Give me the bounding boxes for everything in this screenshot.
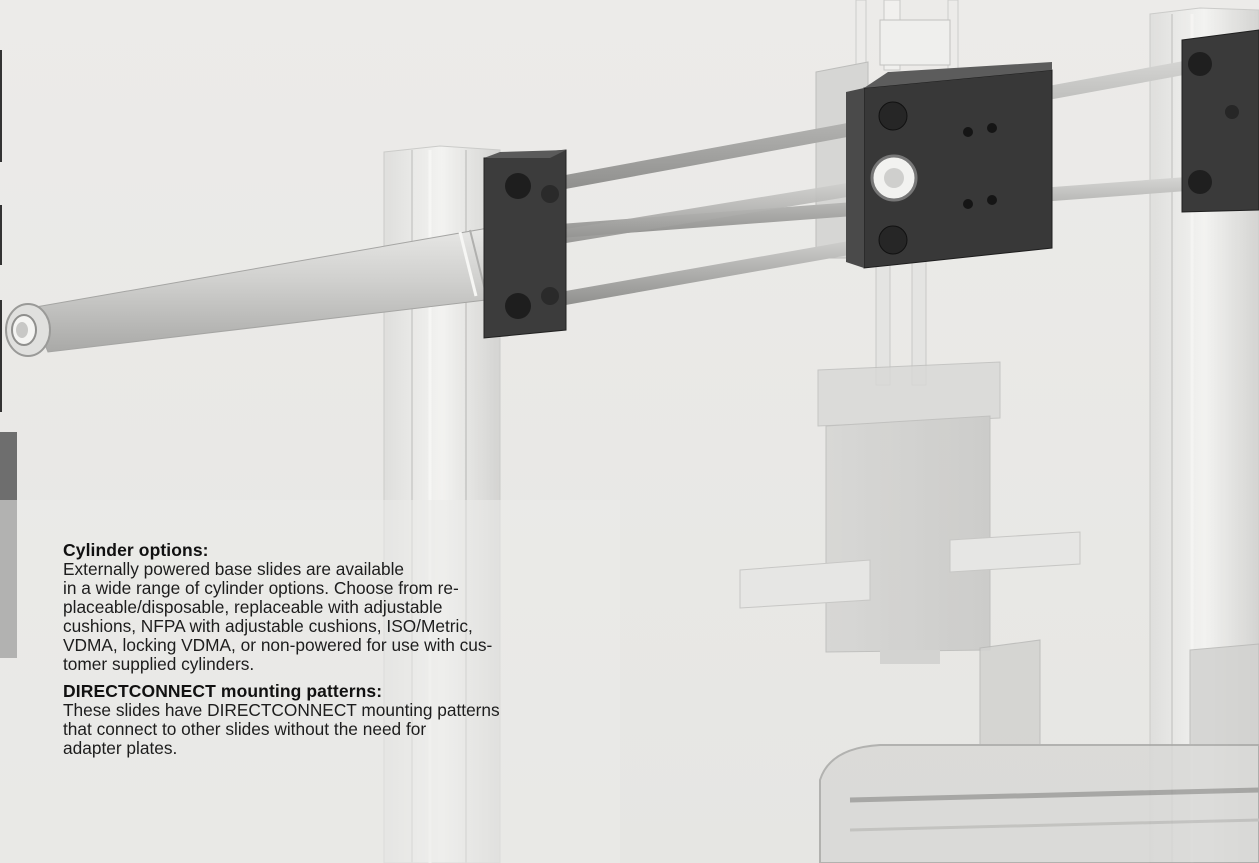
end-plate-left — [483, 149, 567, 339]
section-cylinder-options: Cylinder options: Externally powered bas… — [63, 541, 563, 674]
end-plate-right — [1181, 29, 1259, 213]
page-edge-line-2 — [0, 205, 2, 265]
directconnect-heading: DIRECTCONNECT mounting patterns: — [63, 681, 383, 701]
cylinder-options-body: Externally powered base slides are avail… — [63, 559, 493, 674]
cylinder-options-heading: Cylinder options: — [63, 540, 209, 560]
page-edge-line-1 — [0, 50, 2, 162]
page-edge-line-3 — [0, 300, 2, 412]
description-text-block: Cylinder options: Externally powered bas… — [63, 541, 563, 758]
directconnect-body: These slides have DIRECTCONNECT mounting… — [63, 700, 500, 758]
gripper-ghost — [739, 361, 1081, 664]
base-ghost — [819, 639, 1259, 863]
carriage-block — [846, 62, 1053, 269]
section-directconnect: DIRECTCONNECT mounting patterns: These s… — [63, 682, 563, 758]
